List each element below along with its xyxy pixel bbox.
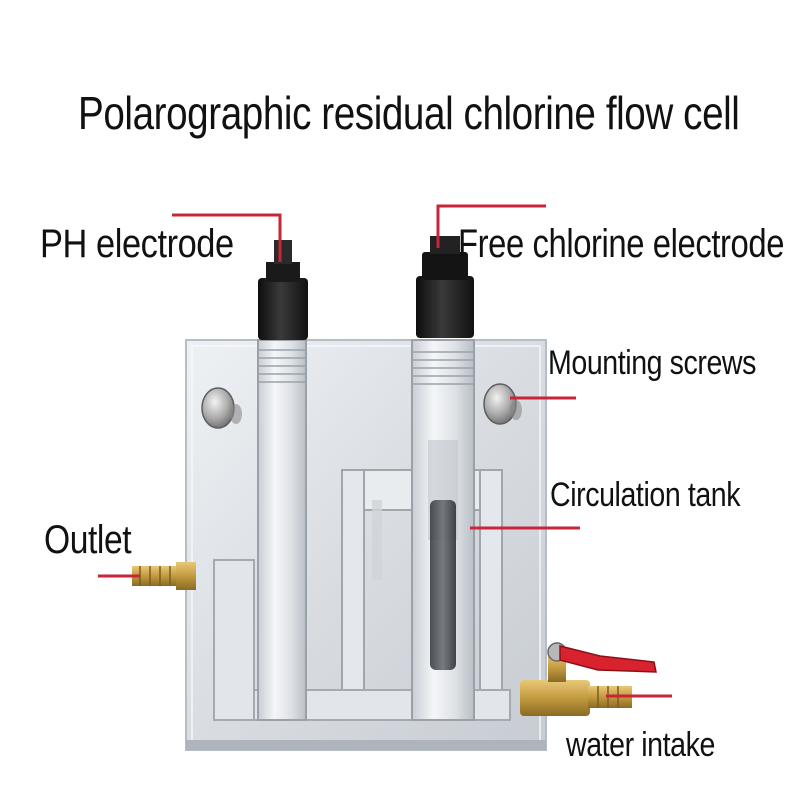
ph-electrode-label: PH electrode <box>40 222 234 266</box>
water-intake-label: water intake <box>566 726 715 764</box>
free-chlorine-electrode-label: Free chlorine electrode <box>458 222 785 266</box>
leader-free-chlorine-electrode <box>436 204 546 248</box>
leader-ph-electrode <box>172 213 282 262</box>
diagram-title: Polarographic residual chlorine flow cel… <box>78 87 740 139</box>
ph-electrode-cap <box>258 240 308 340</box>
outlet-fitting <box>132 562 196 590</box>
ph-electrode-tube <box>257 339 307 721</box>
mounting-screw-left <box>201 387 242 429</box>
free-chlorine-sensor <box>430 500 456 670</box>
mounting-screws-label: Mounting screws <box>548 344 756 382</box>
valve-handle <box>559 645 657 673</box>
circulation-tank-label: Circulation tank <box>550 476 741 514</box>
outlet-label: Outlet <box>44 518 132 562</box>
leader-lines <box>98 204 672 698</box>
mounting-screw-right <box>483 383 522 425</box>
